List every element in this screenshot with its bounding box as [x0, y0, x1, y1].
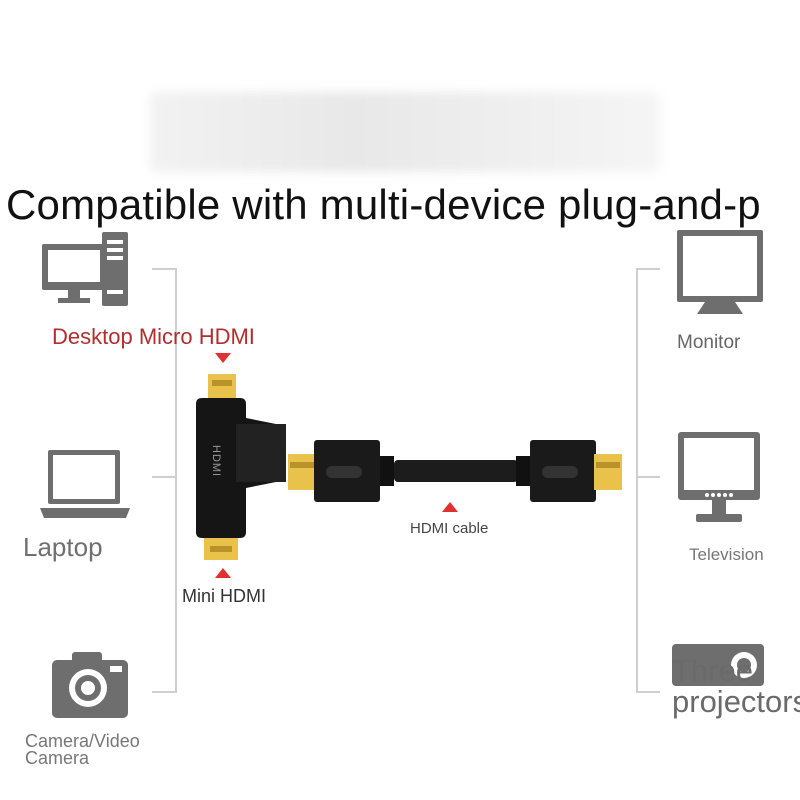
adapter-cable-illustration [196, 374, 622, 560]
left-bracket [175, 268, 177, 693]
desktop-label: Desktop Micro HDMI [52, 324, 255, 349]
left-bracket-tick [152, 691, 176, 693]
mini-hdmi-arrow [215, 568, 231, 578]
laptop-icon [40, 450, 130, 518]
monitor-icon [677, 230, 763, 314]
left-bracket-tick [152, 476, 176, 478]
laptop-label: Laptop [23, 532, 103, 562]
camera-label: Camera/Video Camera [25, 731, 140, 768]
right-bracket [636, 268, 638, 693]
left-bracket-tick [152, 268, 176, 270]
page-title: Compatible with multi-device plug-and-p [6, 181, 761, 228]
projector-icon [672, 644, 764, 686]
mini-hdmi-label: Mini HDMI [182, 586, 266, 606]
monitor-label: Monitor [677, 332, 741, 353]
television-label: Television [689, 545, 764, 564]
camera-icon [52, 652, 128, 718]
hdmi-cable-arrow [442, 502, 458, 512]
television-icon [678, 432, 760, 522]
adapter-hdmi-text: HDMI [210, 445, 222, 478]
projector-label: Three projectors [672, 653, 800, 719]
desktop-computer-icon [42, 232, 128, 306]
micro-hdmi-arrow [215, 353, 231, 363]
right-bracket-tick [636, 476, 660, 478]
blurred-heading [150, 92, 660, 172]
right-bracket-tick [636, 691, 660, 693]
hdmi-cable-label: HDMI cable [410, 520, 489, 537]
right-bracket-tick [636, 268, 660, 270]
